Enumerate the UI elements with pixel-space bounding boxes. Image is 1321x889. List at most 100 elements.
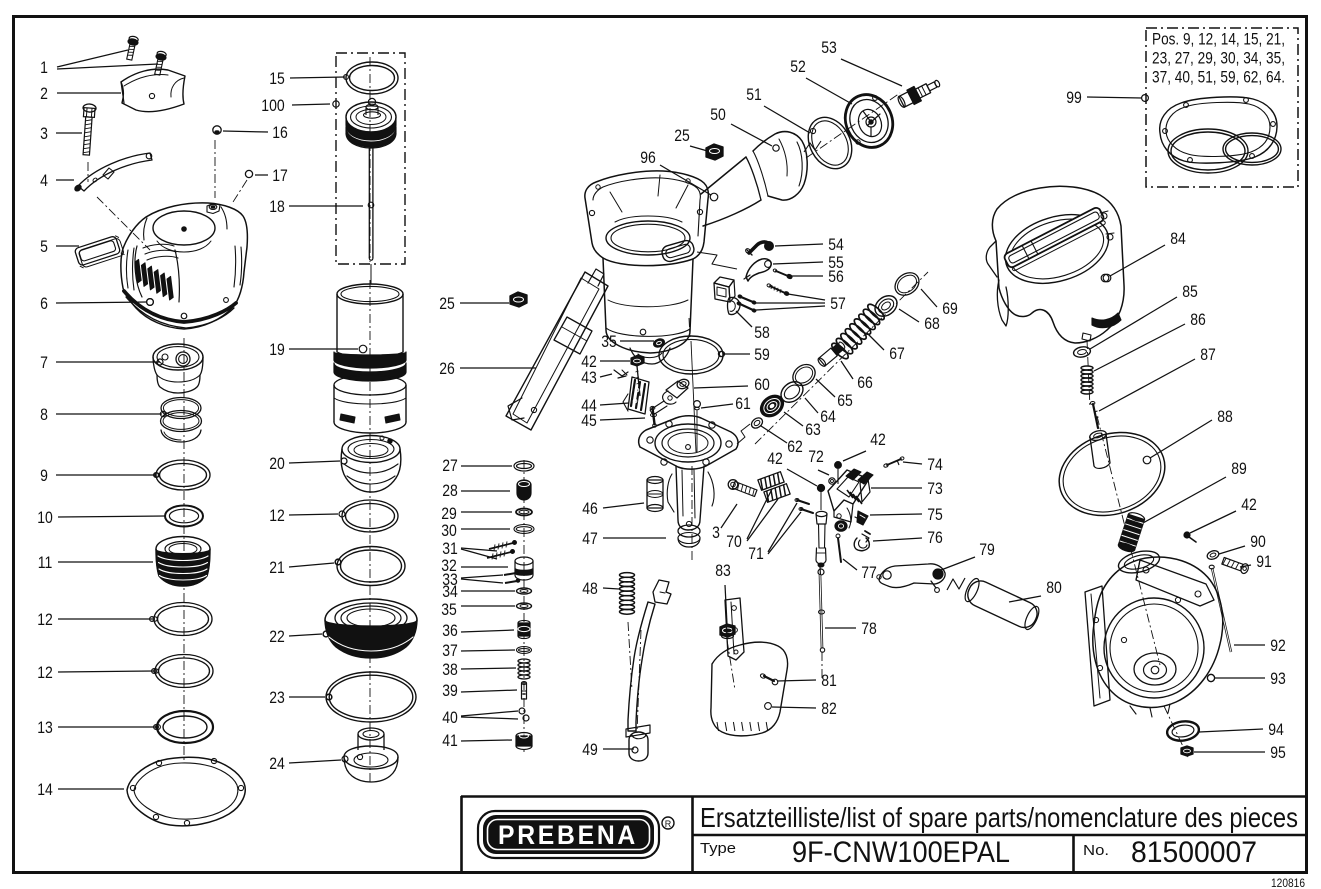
svg-text:94: 94 <box>1268 721 1284 739</box>
svg-text:89: 89 <box>1231 460 1247 478</box>
svg-text:73: 73 <box>927 480 943 498</box>
svg-text:120816: 120816 <box>1271 876 1305 889</box>
svg-text:100: 100 <box>261 97 284 115</box>
svg-text:12: 12 <box>37 664 53 682</box>
svg-text:13: 13 <box>37 719 53 737</box>
svg-text:38: 38 <box>442 661 458 679</box>
svg-text:12: 12 <box>269 507 285 525</box>
svg-text:Ersatzteilliste/list of spare: Ersatzteilliste/list of spare parts/nome… <box>700 802 1298 833</box>
svg-text:52: 52 <box>790 58 806 76</box>
svg-text:75: 75 <box>927 506 943 524</box>
svg-text:3: 3 <box>40 125 48 143</box>
svg-text:No.: No. <box>1083 842 1109 859</box>
svg-text:99: 99 <box>1066 89 1082 107</box>
svg-text:49: 49 <box>582 741 598 759</box>
svg-text:15: 15 <box>269 70 285 88</box>
svg-text:92: 92 <box>1270 637 1286 655</box>
svg-text:63: 63 <box>805 421 821 439</box>
svg-text:91: 91 <box>1256 553 1272 571</box>
svg-text:48: 48 <box>582 580 598 598</box>
svg-text:81500007: 81500007 <box>1131 836 1257 869</box>
svg-text:74: 74 <box>927 456 943 474</box>
svg-text:51: 51 <box>746 86 762 104</box>
svg-text:79: 79 <box>979 541 995 559</box>
svg-text:42: 42 <box>1241 496 1257 514</box>
svg-text:44: 44 <box>581 397 597 415</box>
svg-text:9: 9 <box>40 467 48 485</box>
svg-text:42: 42 <box>581 353 597 371</box>
svg-text:80: 80 <box>1046 579 1062 597</box>
svg-text:67: 67 <box>889 345 905 363</box>
svg-text:34: 34 <box>442 583 458 601</box>
svg-text:17: 17 <box>272 167 288 185</box>
svg-text:84: 84 <box>1170 230 1186 248</box>
svg-text:23, 27, 29, 30, 34, 35,: 23, 27, 29, 30, 34, 35, <box>1152 49 1285 68</box>
svg-text:36: 36 <box>442 622 458 640</box>
svg-text:65: 65 <box>837 392 853 410</box>
svg-text:83: 83 <box>715 562 731 580</box>
svg-text:25: 25 <box>439 295 455 313</box>
svg-text:95: 95 <box>1270 744 1286 762</box>
svg-text:43: 43 <box>581 369 597 387</box>
svg-text:35: 35 <box>601 333 617 351</box>
svg-text:9F-CNW100EPAL: 9F-CNW100EPAL <box>792 836 1010 869</box>
svg-text:10: 10 <box>37 509 53 527</box>
svg-text:50: 50 <box>710 106 726 124</box>
svg-text:16: 16 <box>272 124 288 142</box>
svg-text:56: 56 <box>828 268 844 286</box>
svg-text:37, 40, 51, 59, 62, 64.: 37, 40, 51, 59, 62, 64. <box>1152 68 1285 87</box>
svg-text:62: 62 <box>787 438 803 456</box>
svg-text:45: 45 <box>581 412 597 430</box>
svg-text:42: 42 <box>870 431 886 449</box>
svg-text:70: 70 <box>726 533 742 551</box>
svg-text:14: 14 <box>37 781 53 799</box>
svg-text:28: 28 <box>442 482 458 500</box>
svg-text:20: 20 <box>269 455 285 473</box>
svg-text:60: 60 <box>754 376 770 394</box>
svg-text:54: 54 <box>828 236 844 254</box>
svg-text:58: 58 <box>754 324 770 342</box>
svg-text:57: 57 <box>830 295 846 313</box>
svg-text:72: 72 <box>808 448 824 466</box>
svg-text:21: 21 <box>269 559 285 577</box>
svg-text:90: 90 <box>1250 533 1266 551</box>
svg-text:59: 59 <box>754 346 770 364</box>
svg-text:96: 96 <box>640 149 656 167</box>
svg-text:39: 39 <box>442 682 458 700</box>
svg-text:61: 61 <box>735 395 751 413</box>
svg-text:33: 33 <box>442 571 458 589</box>
svg-text:18: 18 <box>269 198 285 216</box>
svg-text:12: 12 <box>37 611 53 629</box>
svg-text:30: 30 <box>441 522 457 540</box>
svg-text:5: 5 <box>40 238 48 256</box>
svg-text:66: 66 <box>857 374 873 392</box>
svg-text:81: 81 <box>821 672 837 690</box>
svg-text:55: 55 <box>828 254 844 272</box>
svg-text:41: 41 <box>442 732 458 750</box>
svg-text:Pos. 9, 12, 14, 15, 21,: Pos. 9, 12, 14, 15, 21, <box>1152 30 1285 49</box>
svg-text:53: 53 <box>821 39 837 57</box>
svg-text:Type: Type <box>700 840 736 857</box>
svg-text:4: 4 <box>40 172 48 190</box>
svg-text:32: 32 <box>441 557 457 575</box>
svg-text:77: 77 <box>861 564 877 582</box>
svg-text:6: 6 <box>40 295 48 313</box>
svg-text:2: 2 <box>40 85 48 103</box>
svg-text:26: 26 <box>439 360 455 378</box>
svg-text:82: 82 <box>821 700 837 718</box>
svg-text:24: 24 <box>269 755 285 773</box>
svg-text:69: 69 <box>942 300 958 318</box>
svg-text:40: 40 <box>442 709 458 727</box>
svg-text:23: 23 <box>269 689 285 707</box>
svg-text:87: 87 <box>1200 346 1216 364</box>
svg-text:3: 3 <box>712 524 720 542</box>
svg-text:8: 8 <box>40 406 48 424</box>
svg-text:46: 46 <box>582 500 598 518</box>
svg-text:76: 76 <box>927 529 943 547</box>
svg-text:27: 27 <box>442 457 458 475</box>
svg-text:31: 31 <box>442 540 458 558</box>
svg-text:93: 93 <box>1270 670 1286 688</box>
svg-text:19: 19 <box>269 341 285 359</box>
svg-text:68: 68 <box>924 315 940 333</box>
svg-text:11: 11 <box>38 554 53 572</box>
